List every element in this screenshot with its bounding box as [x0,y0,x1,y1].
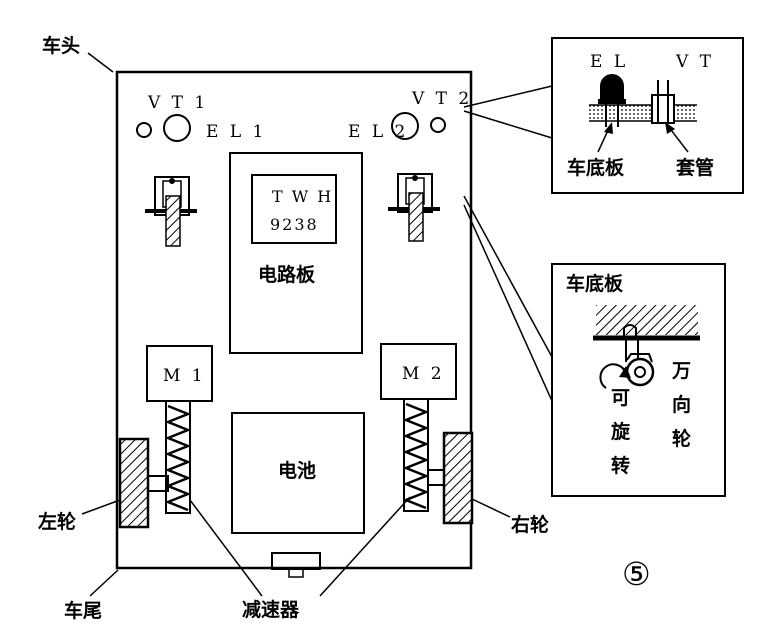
reducer-label: 减速器 [242,598,300,621]
right-wheel-pointer [471,498,511,518]
right-reducer-worm [402,398,430,512]
inset-bottom-chassis-label: 车底板 [566,272,624,295]
reducer-pointer-left [189,499,263,597]
battery [231,412,365,534]
vt1-label: V T 1 [147,93,208,113]
chassis-body [115,70,473,570]
vt1-phototransistor-hole [163,114,191,142]
left-reducer-worm [164,400,192,514]
inset-top-pointer-lower [463,110,553,139]
circuit-board [229,152,363,354]
left-wheel-label: 左轮 [38,510,76,533]
right-wheel-label: 右轮 [510,513,549,536]
universal-wheel-char-1: 万 [671,360,691,382]
el1-led-hole [136,122,152,138]
inset-vt-label: V T [675,52,714,72]
left-caster-bracket [145,176,197,247]
el2-led-hole [430,117,446,133]
vt2-phototransistor-hole [391,112,419,140]
reducer-pointer-right [319,496,411,597]
circuit-board-label: 电路板 [258,263,316,286]
inset-bottom-chassis-plate [596,305,698,335]
battery-label: 电池 [278,459,316,482]
inset-sleeve-arrowhead [665,122,675,134]
front-label: 车头 [42,34,80,57]
el2-label: E L 2 [348,122,408,142]
inset-el-label: E L [590,52,628,72]
right-caster-bracket [388,173,440,242]
inset-universal-wheel-detail [551,263,726,497]
rear-label: 车尾 [64,599,102,622]
rear-pointer [89,569,119,597]
universal-wheel-char-3: 轮 [672,427,691,450]
rotation-arrow-icon [599,363,631,389]
front-pointer [87,52,114,73]
rear-switch-knob [288,568,304,578]
inset-bottom-pointer-upper [463,195,553,358]
rotatable-char-1: 可 [611,387,630,409]
inset-sleeve-label: 套管 [675,156,714,179]
left-wheel-pointer [81,499,121,515]
right-wheel [442,431,474,525]
chip-line1: T W H [272,187,333,206]
figure-number: ⑤ [622,555,651,593]
motor-m1-label: M 1 [163,366,206,386]
motor-m2-label: M 2 [402,364,445,384]
inset-bottom-pointer-lower [463,204,553,402]
left-wheel [118,437,150,529]
inset-phototransistor-vt [651,80,675,124]
inset-chassis-arrowhead [604,122,613,134]
rotatable-char-2: 旋 [610,420,631,443]
universal-wheel-char-2: 向 [672,393,691,416]
inset-top-pointer-upper [463,85,553,108]
inset-chassis-label: 车底板 [567,156,625,179]
chip [251,174,337,244]
inset-el-vt-detail [551,37,744,194]
vt2-label: V T 2 [411,89,472,109]
el1-label: E L 1 [206,122,266,142]
inset-led-el [598,74,626,127]
rotatable-char-3: 转 [611,454,630,477]
chip-line2: 9238 [270,215,319,234]
rear-switch [271,552,321,570]
